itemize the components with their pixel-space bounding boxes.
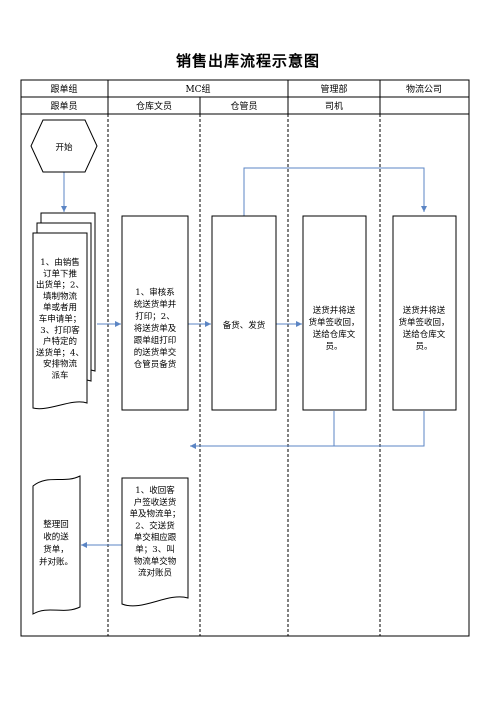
node-text-line: 货单， — [43, 544, 69, 555]
header-logistics-company: 物流公司 — [406, 83, 442, 95]
node-text-line: 货单签收回， — [398, 317, 449, 328]
header-gendan-staff: 跟单员 — [50, 100, 77, 112]
page-title: 销售出库流程示意图 — [175, 52, 320, 70]
node-text-line: 单或者用 — [43, 302, 77, 313]
node-text-line: 送给仓库文 — [403, 329, 446, 340]
node-text-line: 跟单组打印 — [134, 335, 177, 346]
node-text-line: 出货单；2、 — [36, 280, 84, 291]
header-warehouse-keeper: 仓管员 — [230, 100, 257, 112]
warehouse-clerk-return-node: 1、收回客户签收送货单及物流单；2、交送货单交相应跟单；3、叫物流单交物流对账员 — [121, 477, 189, 607]
start-label: 开始 — [55, 142, 73, 153]
node-text-line: 1、由销售 — [40, 257, 79, 268]
node-text-line: 将送货单及 — [134, 323, 177, 334]
svg-text:整理回收的送货单，并对账。: 整理回收的送货单， 并对账。 — [39, 519, 73, 568]
node-text-line: 流对账员 — [138, 568, 172, 579]
header-warehouse-clerk: 仓库文员 — [136, 100, 172, 112]
node-text-line: 货单签收回， — [308, 317, 359, 328]
gendan-task-node: 1、由销售订单下推出货单；2、填制物流单或者用车申请单；3、打印客户特定的送货单… — [32, 212, 96, 410]
header-management: 管理部 — [320, 83, 347, 95]
header-gendan-group: 跟单组 — [50, 83, 77, 95]
svg-text:1、由销售订单下推出货单；2、填制物流单或者用车申请单；3、: 1、由销售订单下推出货单；2、填制物流单或者用车申请单；3、打印客户特定的送货单… — [36, 257, 84, 381]
node-text-line: 备货、发货 — [223, 320, 266, 331]
svg-text:1、收回客户签收送货单及物流单；2、交送货单交相应跟单；3、: 1、收回客户签收送货单及物流单；2、交送货单交相应跟单；3、叫物流单交物流对账员 — [129, 485, 180, 579]
node-text-line: 安排物流 — [43, 359, 78, 370]
node-text-line: 的送货单交 — [134, 347, 177, 358]
node-text-line: 车申请单； — [39, 314, 82, 325]
node-text-line: 单交相应跟 — [134, 532, 177, 543]
node-text-line: 送货并将送 — [403, 305, 446, 316]
node-text-line: 统送货单并 — [134, 299, 177, 310]
svg-text:送货并将送货单签收回，送给仓库文员。: 送货并将送货单签收回，送给仓库文员。 — [308, 305, 359, 352]
lane-dividers — [107, 114, 381, 636]
node-text-line: 物流单交物 — [134, 556, 177, 567]
node-text-line: 派车 — [51, 370, 68, 381]
node-text-line: 填制物流 — [43, 291, 78, 302]
node-text-line: 户特定的 — [43, 336, 77, 347]
node-text-line: 订单下推 — [43, 268, 78, 279]
node-text-line: 1、收回客 — [135, 485, 175, 496]
svg-text:送货并将送货单签收回，送给仓库文员。: 送货并将送货单签收回，送给仓库文员。 — [398, 305, 449, 352]
header-driver: 司机 — [325, 100, 343, 112]
node-text-line: 整理回 — [43, 519, 69, 530]
node-text-line: 户签收送货 — [134, 497, 177, 508]
logistics-task-node: 送货并将送货单签收回，送给仓库文员。 — [392, 215, 457, 411]
node-text-line: 仓管员备货 — [134, 359, 177, 370]
node-text-line: 并对账。 — [39, 557, 73, 568]
node-text-line: 员。 — [325, 342, 342, 352]
start-node: 开始 — [30, 119, 98, 173]
driver-task-node: 送货并将送货单签收回，送给仓库文员。 — [302, 215, 367, 411]
node-text-line: 单；3、叫 — [135, 544, 174, 555]
header-mc-group: MC组 — [185, 83, 210, 95]
node-text-line: 2、交送货 — [135, 520, 175, 531]
node-text-line: 员。 — [415, 342, 432, 352]
svg-text:备货、发货: 备货、发货 — [223, 320, 266, 331]
node-text-line: 单及物流单； — [129, 509, 180, 520]
swimlane-table — [20, 79, 470, 637]
node-text-line: 打印；2、 — [135, 311, 174, 322]
warehouse-clerk-task-node: 1、审核系统送货单并打印；2、将送货单及跟单组打印的送货单交仓管员备货 — [121, 215, 189, 411]
node-text-line: 送给仓库文 — [313, 329, 356, 340]
node-text-line: 收的送 — [43, 532, 69, 543]
svg-text:1、审核系统送货单并打印；2、将送货单及跟单组打印的送货单交: 1、审核系统送货单并打印；2、将送货单及跟单组打印的送货单交仓管员备货 — [134, 287, 177, 370]
node-text-line: 送货单；4、 — [36, 347, 84, 358]
node-text-line: 3、打印客 — [40, 325, 80, 336]
gendan-end-node: 整理回收的送货单， 并对账。 — [32, 475, 81, 615]
warehouse-keeper-task-node: 备货、发货 — [211, 215, 277, 411]
node-text-line: 送货并将送 — [313, 305, 356, 316]
connector-arrows — [61, 167, 427, 548]
node-text-line: 1、审核系 — [135, 287, 174, 298]
